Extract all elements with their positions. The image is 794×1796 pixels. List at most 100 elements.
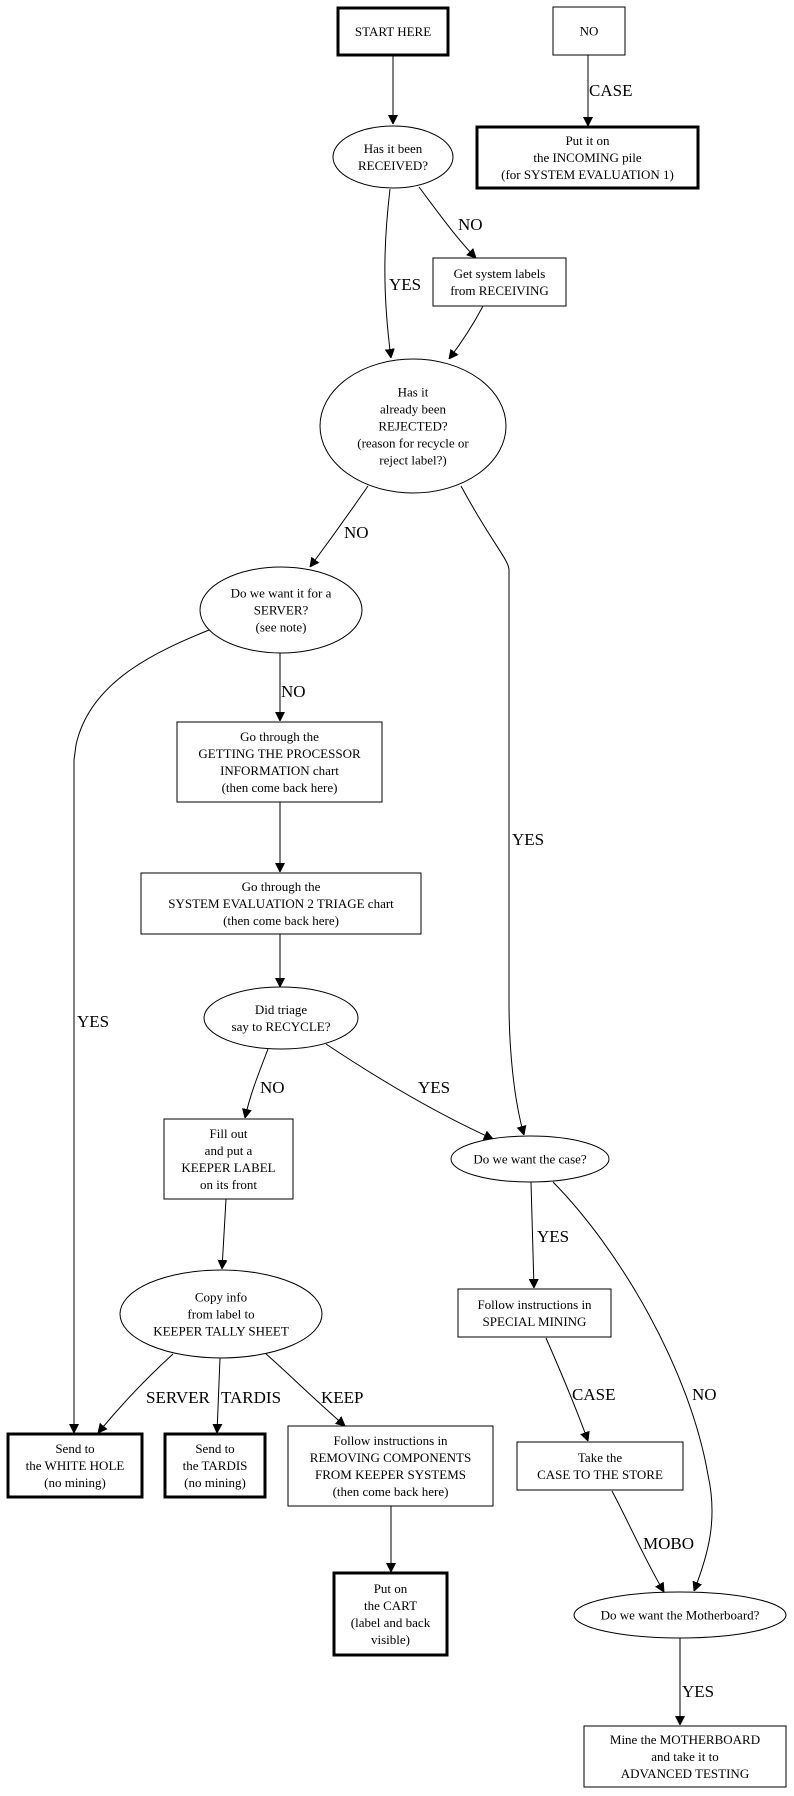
node-start: START HERE <box>336 6 450 57</box>
node-text-line: Has it been <box>364 141 423 156</box>
node-text-line: Has it <box>398 385 429 400</box>
node-text-line: INFORMATION chart <box>220 763 339 778</box>
node-text-line: (see note) <box>256 620 307 635</box>
node-text-line: Do we want the Motherboard? <box>601 1608 760 1623</box>
node-text-line: visible) <box>371 1632 410 1647</box>
edge-label-yes-wantmobo: YES <box>682 1682 714 1701</box>
node-text-line: SERVER? <box>254 603 309 618</box>
node-text-line: GETTING THE PROCESSOR <box>198 746 361 761</box>
node-text-line: START HERE <box>355 24 431 39</box>
node-text-line: SPECIAL MINING <box>483 1314 587 1329</box>
edge-label-no-server: NO <box>281 682 306 701</box>
node-want-case: Do we want the case? <box>450 1135 610 1183</box>
edge-keeperlabel-copyinfo <box>222 1198 226 1269</box>
node-text-line: already been <box>380 402 447 417</box>
node-text-line: Mine the MOTHERBOARD <box>610 1732 760 1747</box>
edge-copyinfo-tardis <box>217 1357 220 1433</box>
node-text-line: NO <box>580 24 599 39</box>
node-mine-mobo: Mine the MOTHERBOARD and take it to ADVANC… <box>583 1725 787 1788</box>
edge-label-no-wantcase: NO <box>692 1385 717 1404</box>
node-text-line: and put a <box>205 1143 253 1158</box>
node-text-line: RECEIVED? <box>358 158 428 173</box>
node-text-line: Put it on <box>565 133 610 148</box>
node-tardis: Send to the TARDIS (no mining) <box>163 1432 267 1499</box>
node-special-mining: Follow instructions in SPECIAL MINING <box>457 1288 612 1338</box>
node-server: Do we want it for a SERVER? (see note) <box>199 566 363 654</box>
node-text-line: Get system labels <box>454 266 546 281</box>
edge-label-case-2: CASE <box>572 1385 615 1404</box>
edge-label-no-received: NO <box>458 215 483 234</box>
edge-label-case-1: CASE <box>589 81 632 100</box>
node-text-line: (no mining) <box>184 1475 246 1490</box>
edge-label-server: SERVER <box>146 1388 210 1407</box>
node-text-line: on its front <box>200 1177 257 1192</box>
node-text-line: reject label?) <box>379 453 446 468</box>
node-text-line: FROM KEEPER SYSTEMS <box>315 1467 466 1482</box>
edge-server-whitehole <box>74 629 210 1433</box>
node-text-line: from RECEIVING <box>450 283 549 298</box>
edge-triage-wantcase <box>325 1043 493 1139</box>
node-text-line: SYSTEM EVALUATION 2 TRIAGE chart <box>168 896 394 911</box>
node-text-line: Fill out <box>210 1126 248 1141</box>
edge-received-getlabels <box>418 186 476 258</box>
node-text-line: KEEPER TALLY SHEET <box>153 1324 289 1339</box>
edge-rejected-wantcase <box>460 485 524 1135</box>
node-text-line: Do we want the case? <box>473 1152 587 1167</box>
node-text-line: (then come back here) <box>333 1484 449 1499</box>
edge-label-tardis: TARDIS <box>221 1388 281 1407</box>
node-text-line: Go through the <box>240 729 319 744</box>
node-text-line: REMOVING COMPONENTS <box>310 1450 471 1465</box>
node-text-line: say to RECYCLE? <box>232 1019 331 1034</box>
node-text-line: and take it to <box>651 1749 719 1764</box>
node-text-line: the TARDIS <box>183 1458 248 1473</box>
node-text-line: (reason for recycle or <box>357 436 469 451</box>
node-text-line: the INCOMING pile <box>533 150 642 165</box>
node-text-line: Follow instructions in <box>333 1433 448 1448</box>
node-text-line: Follow instructions in <box>477 1297 592 1312</box>
node-text-line: (label and back <box>351 1615 431 1630</box>
node-text-line: ADVANCED TESTING <box>621 1766 749 1781</box>
node-text-line: the WHITE HOLE <box>26 1458 125 1473</box>
node-text-line: Did triage <box>255 1002 308 1017</box>
node-text-line: Send to <box>195 1441 234 1456</box>
edge-wantcase-specialmining <box>531 1181 534 1288</box>
node-text-line: Do we want it for a <box>231 586 332 601</box>
edge-specialmining-casestore <box>545 1337 588 1441</box>
node-text-line: Send to <box>55 1441 94 1456</box>
node-triage: Did triage say to RECYCLE? <box>203 986 359 1050</box>
edge-label-no-triage: NO <box>260 1078 285 1097</box>
node-text-line: CASE TO THE STORE <box>537 1467 663 1482</box>
node-text-line: (for SYSTEM EVALUATION 1) <box>501 167 674 182</box>
edge-label-yes-rejected: YES <box>512 830 544 849</box>
edge-label-yes-received: YES <box>389 275 421 294</box>
edge-triage-keeperlabel <box>245 1048 269 1118</box>
node-text-line: Copy info <box>195 1290 247 1305</box>
node-text-line: Go through the <box>242 879 321 894</box>
edge-copyinfo-removing <box>264 1352 345 1426</box>
edge-label-yes-server: YES <box>77 1012 109 1031</box>
node-text-line: Put on <box>374 1581 408 1596</box>
node-removing: Follow instructions in REMOVING COMPONENT… <box>287 1425 494 1507</box>
edge-label-yes-wantcase: YES <box>537 1227 569 1246</box>
edge-label-yes-triage: YES <box>418 1078 450 1097</box>
edge-copyinfo-whitehole <box>98 1353 174 1433</box>
edge-casestore-wantmobo <box>611 1490 664 1592</box>
nodes: START HERE NO Put it on the INCOMING pile… <box>6 6 787 1788</box>
node-text-line: REJECTED? <box>378 419 448 434</box>
edges <box>74 55 713 1725</box>
node-white-hole: Send to the WHITE HOLE (no mining) <box>6 1432 144 1499</box>
node-copy-info: Copy info from label to KEEPER TALLY SHEET <box>119 1269 323 1359</box>
edge-labels: CASE NO YES NO YES NO YES NO YES SERVER … <box>77 81 717 1701</box>
node-text-line: from label to <box>187 1307 254 1322</box>
node-no-box: NO <box>552 6 626 56</box>
node-text-line: (then come back here) <box>222 780 338 795</box>
node-text-line: (no mining) <box>44 1475 106 1490</box>
